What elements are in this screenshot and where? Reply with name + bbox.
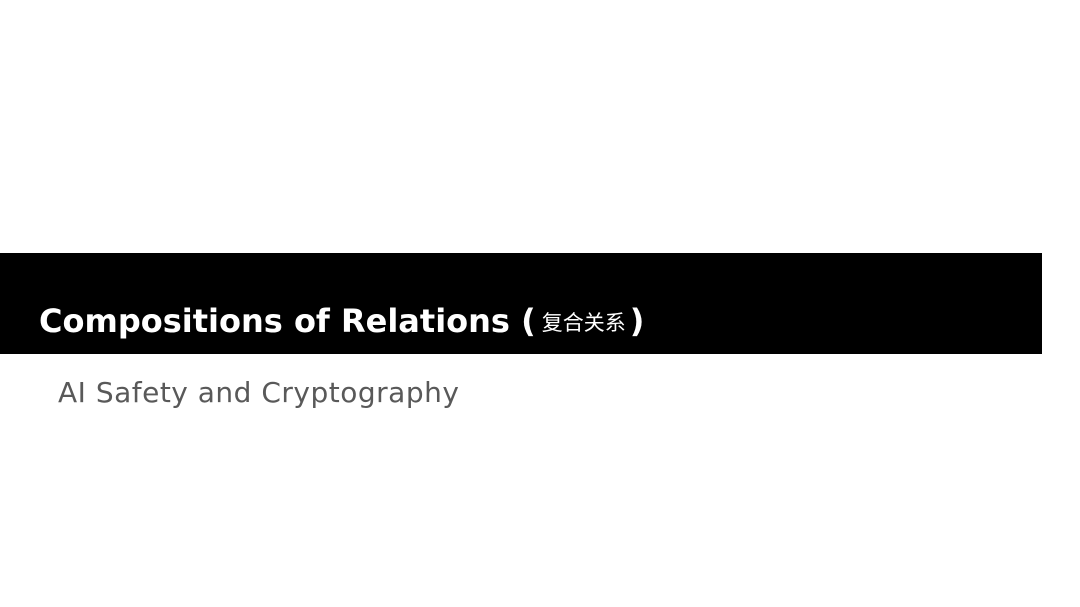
slide-subtitle: AI Safety and Cryptography <box>58 376 460 409</box>
slide-title-open-paren: ( <box>521 302 536 340</box>
slide-title: Compositions of Relations (复合关系) <box>39 299 644 343</box>
title-bar <box>0 253 1042 354</box>
slide-title-chinese: 复合关系 <box>541 311 626 335</box>
slide-title-close-paren: ) <box>629 302 645 340</box>
slide-title-main: Compositions of Relations <box>39 302 510 340</box>
